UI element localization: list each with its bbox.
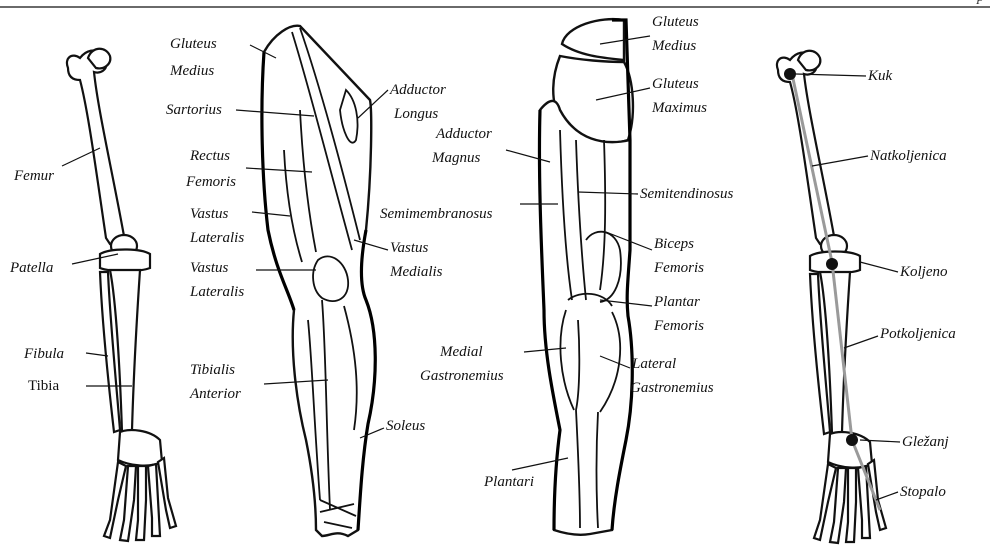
femur-bone — [67, 51, 130, 244]
label-vastus-lateralis-b-1: Vastus — [190, 260, 229, 276]
label-plantari: Plantari — [483, 474, 534, 490]
model-ankle-dot — [846, 434, 858, 446]
label-gluteus-maximus-2: Maximus — [651, 100, 707, 116]
label-adductor-magnus-2: Magnus — [431, 150, 480, 166]
label-gluteus-medius-back-2: Medius — [651, 38, 696, 54]
model-hip-joint — [784, 68, 796, 80]
label-vastus-medialis-2: Medialis — [389, 264, 443, 280]
skeleton-model: Kuk Natkoljenica Koljeno Potkoljenica Gl… — [777, 51, 956, 543]
label-fibula: Fibula — [23, 346, 64, 362]
label-lateral-gastronemius-1: Lateral — [631, 356, 676, 372]
leg-front-outline — [262, 26, 375, 536]
label-potkoljenica: Potkoljenica — [879, 326, 956, 342]
label-tibialis-anterior-2: Anterior — [189, 386, 241, 402]
label-gluteus-medius-back-1: Gluteus — [652, 14, 699, 30]
model-thigh-segment — [792, 74, 832, 262]
gluteus-medius-back-shape — [562, 19, 624, 60]
model-knee-dot — [826, 258, 838, 270]
label-vastus-lateralis-b-2: Lateralis — [189, 284, 244, 300]
leader-koljeno — [860, 262, 898, 272]
page-corner-mark: p — [977, 0, 984, 6]
label-gluteus-medius-front-1: Gluteus — [170, 36, 217, 52]
ankle-bones — [118, 430, 162, 466]
label-adductor-longus-2: Longus — [393, 106, 438, 122]
label-vastus-medialis-1: Vastus — [390, 240, 429, 256]
leader-potkoljenica — [844, 336, 878, 348]
label-adductor-magnus-1: Adductor — [435, 126, 492, 142]
label-adductor-longus-1: Adductor — [389, 82, 446, 98]
label-tibialis-anterior-1: Tibialis — [190, 362, 235, 378]
label-stopalo: Stopalo — [900, 484, 946, 500]
label-plantar-femoris-2: Femoris — [653, 318, 704, 334]
label-gluteus-maximus-1: Gluteus — [652, 76, 699, 92]
label-biceps-femoris-2: Femoris — [653, 260, 704, 276]
label-soleus: Soleus — [386, 418, 425, 434]
leader-stopalo — [876, 492, 898, 500]
leg-back-outline — [539, 101, 632, 535]
label-rectus-femoris-1: Rectus — [189, 148, 230, 164]
label-natkoljenica: Natkoljenica — [869, 148, 947, 164]
label-plantar-femoris-1: Plantar — [653, 294, 700, 310]
label-vastus-lateralis-a-1: Vastus — [190, 206, 229, 222]
label-vastus-lateralis-a-2: Lateralis — [189, 230, 244, 246]
label-rectus-femoris-2: Femoris — [185, 174, 236, 190]
label-gluteus-medius-front-2: Medius — [169, 63, 214, 79]
label-lateral-gastronemius-2: Gastronemius — [630, 380, 714, 396]
label-medial-gastronemius-1: Medial — [439, 344, 483, 360]
label-femur: Femur — [13, 168, 54, 184]
label-semitendinosus: Semitendinosus — [640, 186, 733, 202]
label-sartorius: Sartorius — [166, 102, 222, 118]
muscles-front: Gluteus Medius Sartorius Rectus Femoris … — [166, 26, 446, 536]
skeleton-front: Femur Patella Fibula Tibia — [9, 49, 176, 541]
label-kuk: Kuk — [867, 68, 893, 84]
label-patella: Patella — [9, 260, 53, 276]
label-tibia: Tibia — [28, 378, 59, 394]
label-semimembranosus: Semimembranosus — [380, 206, 493, 222]
foot-bones — [104, 458, 176, 541]
label-biceps-femoris-1: Biceps — [654, 236, 694, 252]
label-koljeno: Koljeno — [899, 264, 948, 280]
label-medial-gastronemius-2: Gastronemius — [420, 368, 504, 384]
knee-joint — [100, 250, 150, 272]
label-glezanj: Gležanj — [902, 434, 949, 450]
